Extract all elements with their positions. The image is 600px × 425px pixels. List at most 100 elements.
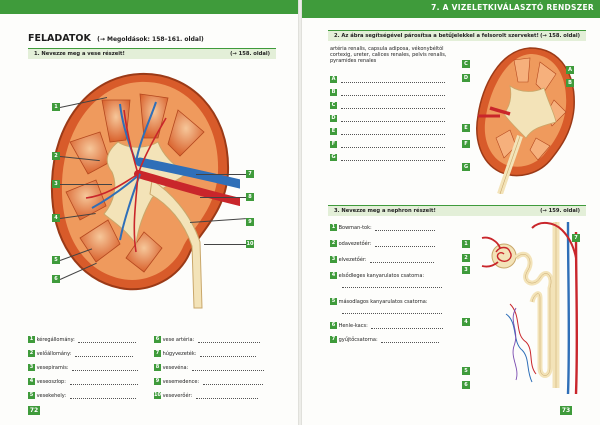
question-2-term-list: artéria renalis, capsula adiposa, vékony… xyxy=(330,46,447,65)
answer-label: húgyvezeték: xyxy=(162,351,197,357)
answer-blank[interactable] xyxy=(371,328,444,329)
q2-diagram-label-d: D xyxy=(462,74,470,82)
answer-blank[interactable] xyxy=(191,370,264,371)
q2-diagram-label-f: F xyxy=(462,140,470,148)
answer-number: 4 xyxy=(28,378,35,385)
answer-number: 3 xyxy=(28,364,35,371)
diagram-label-2: 2 xyxy=(52,152,60,160)
q2-answer-row-d: D xyxy=(330,115,445,122)
q3-answer-row-1: 1 Bowman-tok: xyxy=(330,224,436,231)
answer-blank[interactable] xyxy=(370,262,435,263)
q2-diagram-label-e: E xyxy=(462,124,470,132)
answer-label: odavezetőér: xyxy=(338,241,372,247)
q3-answer-row-2: 2 odavezetőér: xyxy=(330,240,435,247)
answer-row-1: 1 kéregállomány: xyxy=(28,336,137,343)
q2-answer-row-f: F xyxy=(330,141,445,148)
answer-letter: D xyxy=(330,115,337,122)
answer-row-8: 8 vesevéna: xyxy=(154,364,264,371)
answer-row-3: 3 vesepiramis: xyxy=(28,364,139,371)
answer-blank[interactable] xyxy=(72,370,139,371)
answer-blank[interactable] xyxy=(195,398,258,399)
right-page: 7. A VIZELETKIVÁLASZTÓ RENDSZER 2. Az áb… xyxy=(302,0,600,425)
q3-diagram-label-7: 7 xyxy=(572,234,580,242)
answer-number: 10 xyxy=(154,392,161,399)
q2-diagram-label-b: B xyxy=(566,79,574,87)
q2-diagram-label-a: A xyxy=(566,66,574,74)
answer-label: elvezetőér: xyxy=(338,257,367,263)
answer-blank[interactable] xyxy=(340,82,445,83)
answer-blank[interactable] xyxy=(69,398,136,399)
answer-blank[interactable] xyxy=(197,342,260,343)
answer-label: vesevéna: xyxy=(162,365,189,371)
q3-diagram-label-2: 2 xyxy=(462,254,470,262)
leader-line xyxy=(204,244,246,245)
answer-label: elsődleges kanyarulatos csatorna: xyxy=(338,273,425,279)
diagram-label-8: 8 xyxy=(246,193,254,201)
answer-number: 2 xyxy=(28,350,35,357)
answer-blank[interactable] xyxy=(78,342,137,343)
answer-blank[interactable] xyxy=(381,342,440,343)
answer-number: 6 xyxy=(154,336,161,343)
answer-blank[interactable] xyxy=(375,230,436,231)
answer-number: 1 xyxy=(330,224,337,231)
answer-blank[interactable] xyxy=(340,108,445,109)
question-1-page-ref: (→ 158. oldal) xyxy=(230,51,270,57)
diagram-label-5: 5 xyxy=(52,256,60,264)
diagram-label-6: 6 xyxy=(52,275,60,283)
answer-blank[interactable] xyxy=(340,160,445,161)
left-page: FELADATOK (→ Megoldások: 158–161. oldal)… xyxy=(0,0,298,425)
diagram-label-9: 9 xyxy=(246,218,254,226)
answer-blank[interactable] xyxy=(342,287,442,288)
answer-number: 1 xyxy=(28,336,35,343)
page-number-right: 73 xyxy=(560,406,572,415)
question-3-page-ref: (→ 159. oldal) xyxy=(540,208,580,214)
answer-number: 7 xyxy=(154,350,161,357)
question-2-page-ref: (→ 158. oldal) xyxy=(540,33,580,39)
leader-line xyxy=(60,184,112,185)
q3-answer-row-4: 4 elsődleges kanyarulatos csatorna: xyxy=(330,272,424,279)
answer-blank[interactable] xyxy=(374,246,435,247)
q2-answer-row-b: B xyxy=(330,89,445,96)
q2-diagram-label-g: G xyxy=(462,163,470,171)
answer-row-7: 7 húgyvezeték: xyxy=(154,350,257,357)
answer-blank[interactable] xyxy=(340,147,445,148)
nephron-illustration xyxy=(481,221,579,395)
answer-blank[interactable] xyxy=(202,384,263,385)
answer-label: másodlagos kanyarulatos csatorna: xyxy=(338,299,428,305)
question-3-text: 3. Nevezze meg a nephron részeit! xyxy=(334,208,436,214)
answer-number: 7 xyxy=(330,336,337,343)
answer-row-9: 9 vesemedence: xyxy=(154,378,263,385)
q3-answer-blank-4 xyxy=(340,282,442,288)
answer-number: 9 xyxy=(154,378,161,385)
answer-blank[interactable] xyxy=(340,95,445,96)
answer-blank[interactable] xyxy=(69,384,138,385)
answer-row-4: 4 veseoszlop: xyxy=(28,378,138,385)
q2-answer-row-a: A xyxy=(330,76,445,83)
leader-line xyxy=(196,174,246,175)
answer-blank[interactable] xyxy=(200,356,257,357)
q3-diagram-label-5: 5 xyxy=(462,367,470,375)
answer-label: veseverőér: xyxy=(162,393,193,399)
answer-label: gyűjtőcsatorna: xyxy=(338,337,378,343)
q2-answer-row-c: C xyxy=(330,102,445,109)
q3-diagram-label-3: 3 xyxy=(462,266,470,274)
q3-answer-row-5: 5 másodlagos kanyarulatos csatorna: xyxy=(330,298,428,305)
answer-number: 5 xyxy=(28,392,35,399)
answer-letter: E xyxy=(330,128,337,135)
answer-blank[interactable] xyxy=(74,356,133,357)
q3-diagram-label-4: 4 xyxy=(462,318,470,326)
answer-blank[interactable] xyxy=(340,121,445,122)
answer-letter: C xyxy=(330,102,337,109)
answer-row-6: 6 vese artéria: xyxy=(154,336,260,343)
answer-blank[interactable] xyxy=(340,134,445,135)
answer-label: Bowman-tok: xyxy=(338,225,372,231)
q3-answer-row-3: 3 elvezetőér: xyxy=(330,256,435,263)
answer-letter: F xyxy=(330,141,337,148)
answer-number: 8 xyxy=(154,364,161,371)
small-kidney-illustration xyxy=(476,47,575,194)
answer-blank[interactable] xyxy=(342,313,442,314)
answer-letter: A xyxy=(330,76,337,83)
answer-label: velőállomány: xyxy=(36,351,72,357)
answer-label: vesepiramis: xyxy=(36,365,69,371)
